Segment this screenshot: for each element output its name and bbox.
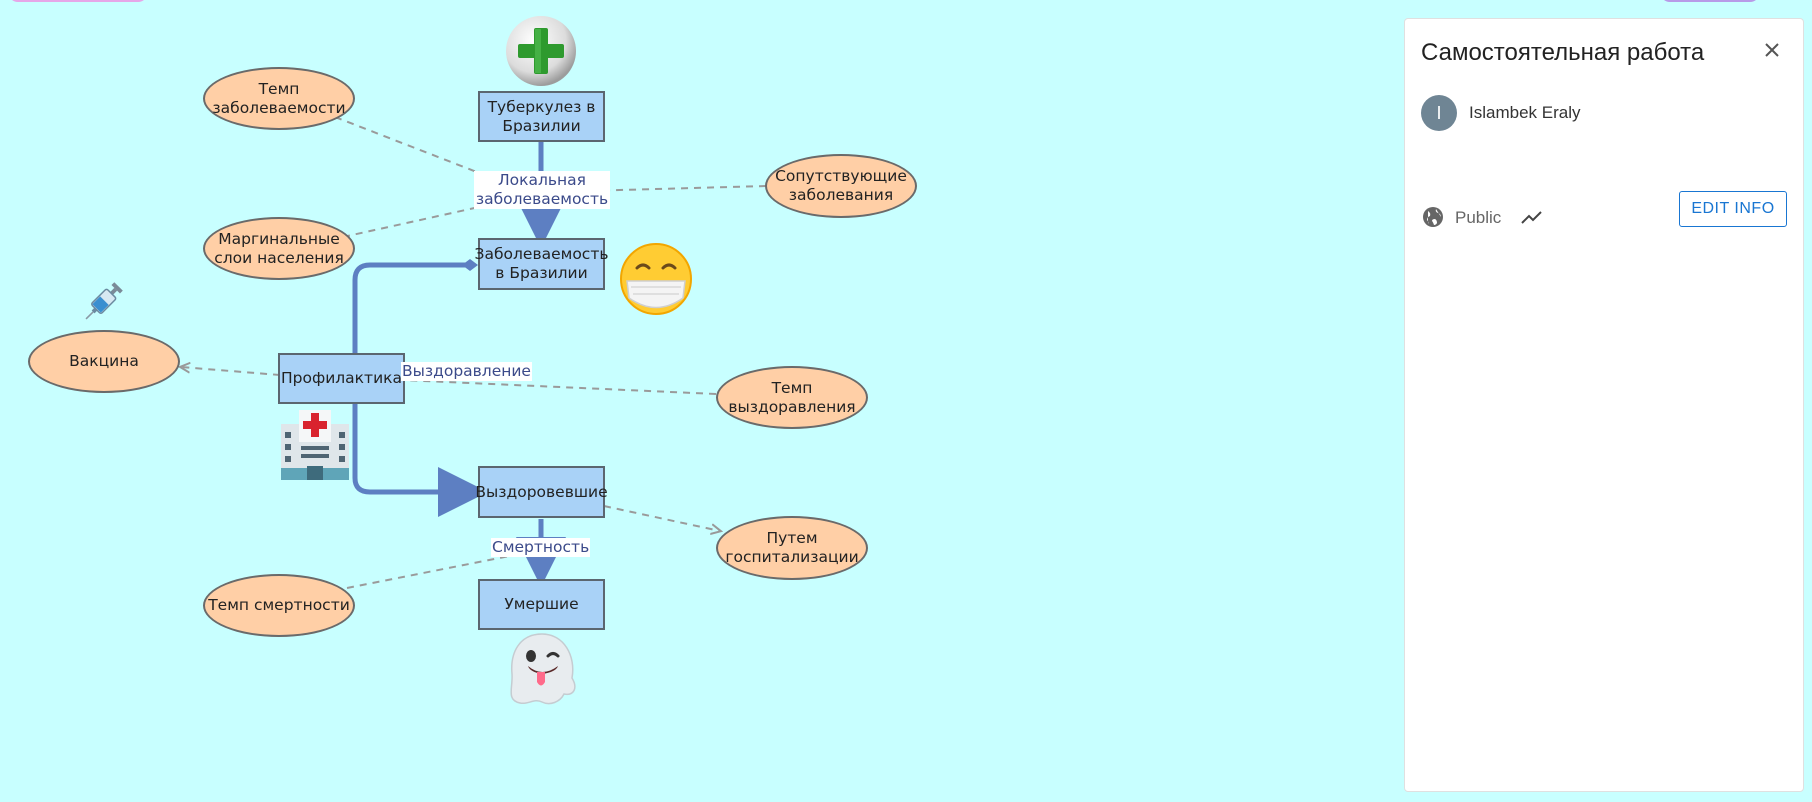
syringe-icon xyxy=(77,276,129,328)
info-panel: Самостоятельная работа I Islambek Eraly … xyxy=(1404,18,1804,792)
close-button[interactable] xyxy=(1757,35,1787,65)
link-prevention-vaccine xyxy=(181,367,281,376)
var-mortality-rate[interactable]: Темп смертности xyxy=(203,574,355,637)
link-incidence-rate xyxy=(334,116,518,188)
edit-info-button[interactable]: EDIT INFO xyxy=(1679,191,1787,227)
stock-incidence-brazil[interactable]: Заболеваемость в Бразилии xyxy=(475,238,608,290)
var-marginal[interactable]: Маргинальные слои населения xyxy=(203,217,355,280)
panel-title: Самостоятельная работа xyxy=(1421,39,1705,66)
add-icon[interactable] xyxy=(504,14,578,88)
var-vaccine[interactable]: Вакцина xyxy=(28,330,180,393)
close-icon xyxy=(1765,43,1779,57)
var-comorbidity[interactable]: Сопутствующие заболевания xyxy=(765,154,917,218)
diagram-links xyxy=(0,116,767,589)
stock-dead[interactable]: Умершие xyxy=(478,579,605,630)
stock-tb-brazil[interactable]: Туберкулез в Бразилии xyxy=(478,91,605,142)
flow-source-diamond xyxy=(462,259,478,271)
link-comorbidity xyxy=(548,185,767,192)
link-mortality-rate xyxy=(346,550,540,589)
flow-label-local-incidence[interactable]: Локальная заболеваемость xyxy=(474,171,610,209)
link-marginal xyxy=(342,198,520,238)
var-hospitalization[interactable]: Путем госпитализации xyxy=(716,516,868,580)
stock-recovered[interactable]: Выздоровевшие xyxy=(475,466,608,518)
diagram-canvas[interactable]: Туберкулез в Бразилии Заболеваемость в Б… xyxy=(0,0,1400,802)
hospital-icon xyxy=(277,406,353,482)
stock-prevention[interactable]: Профилактика xyxy=(278,353,405,404)
corner-decoration-left xyxy=(8,0,148,2)
var-recovery-rate[interactable]: Темп выздоравления xyxy=(716,366,868,429)
var-incidence-rate[interactable]: Темп заболеваемости xyxy=(203,67,355,130)
mask-face-emoji xyxy=(617,243,695,316)
avatar[interactable]: I xyxy=(1421,95,1457,131)
corner-decoration-right xyxy=(1660,0,1760,2)
flow-label-mortality[interactable]: Смертность xyxy=(491,538,591,557)
flow-label-recovery[interactable]: Выздоравление xyxy=(401,362,532,381)
trending-icon[interactable] xyxy=(1521,209,1543,230)
visibility-label: Public xyxy=(1455,208,1502,227)
ghost-emoji xyxy=(500,630,584,710)
globe-icon xyxy=(1421,205,1445,234)
link-hospitalization xyxy=(603,505,720,531)
flow-label-local-incidence-text: Локальная заболеваемость xyxy=(475,171,609,208)
author-name[interactable]: Islambek Eraly xyxy=(1469,103,1581,122)
